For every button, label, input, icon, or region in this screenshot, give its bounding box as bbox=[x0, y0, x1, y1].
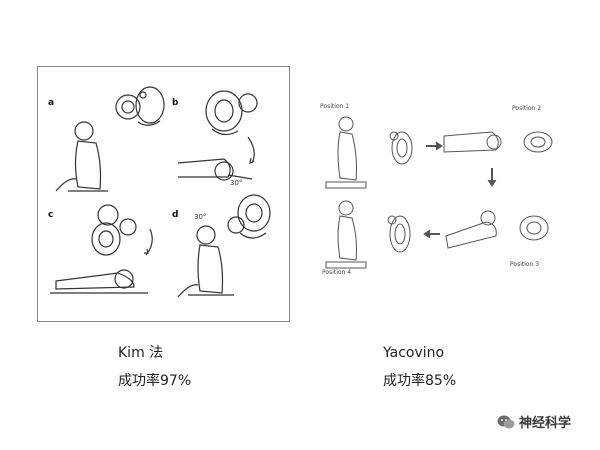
position-label-2: Position 2 bbox=[512, 105, 541, 112]
yacovino-maneuver-figure: Position 1 Position 2 Position 3 bbox=[316, 96, 566, 282]
wechat-icon bbox=[497, 415, 515, 428]
yacovino-success-rate: 成功率85% bbox=[383, 373, 457, 389]
yacovino-maneuver-illustration: Position 1 Position 2 Position 3 bbox=[320, 103, 553, 276]
watermark: 神经科学 bbox=[497, 412, 571, 431]
kim-success-rate: 成功率97% bbox=[118, 373, 192, 389]
panel-label-a: a bbox=[48, 98, 54, 108]
panel-label-b: b bbox=[172, 98, 179, 108]
torso-a bbox=[74, 140, 102, 190]
position-label-4: Position 4 bbox=[322, 269, 351, 276]
panel-label-d: d bbox=[172, 210, 178, 220]
position-label-3: Position 3 bbox=[510, 261, 539, 268]
kim-maneuver-illustration: a b 30° c bbox=[48, 86, 271, 298]
head-a bbox=[74, 121, 94, 141]
kim-maneuver-figure: a b 30° c bbox=[37, 66, 290, 322]
watermark-text: 神经科学 bbox=[519, 416, 572, 431]
position-label-1: Position 1 bbox=[320, 103, 349, 110]
panel-label-c: c bbox=[48, 210, 53, 220]
yacovino-title: Yacovino bbox=[383, 345, 445, 361]
angle-label-d: 30° bbox=[194, 213, 206, 221]
angle-label-b: 30° bbox=[230, 179, 242, 187]
kim-method-title: Kim 法 bbox=[118, 345, 164, 361]
